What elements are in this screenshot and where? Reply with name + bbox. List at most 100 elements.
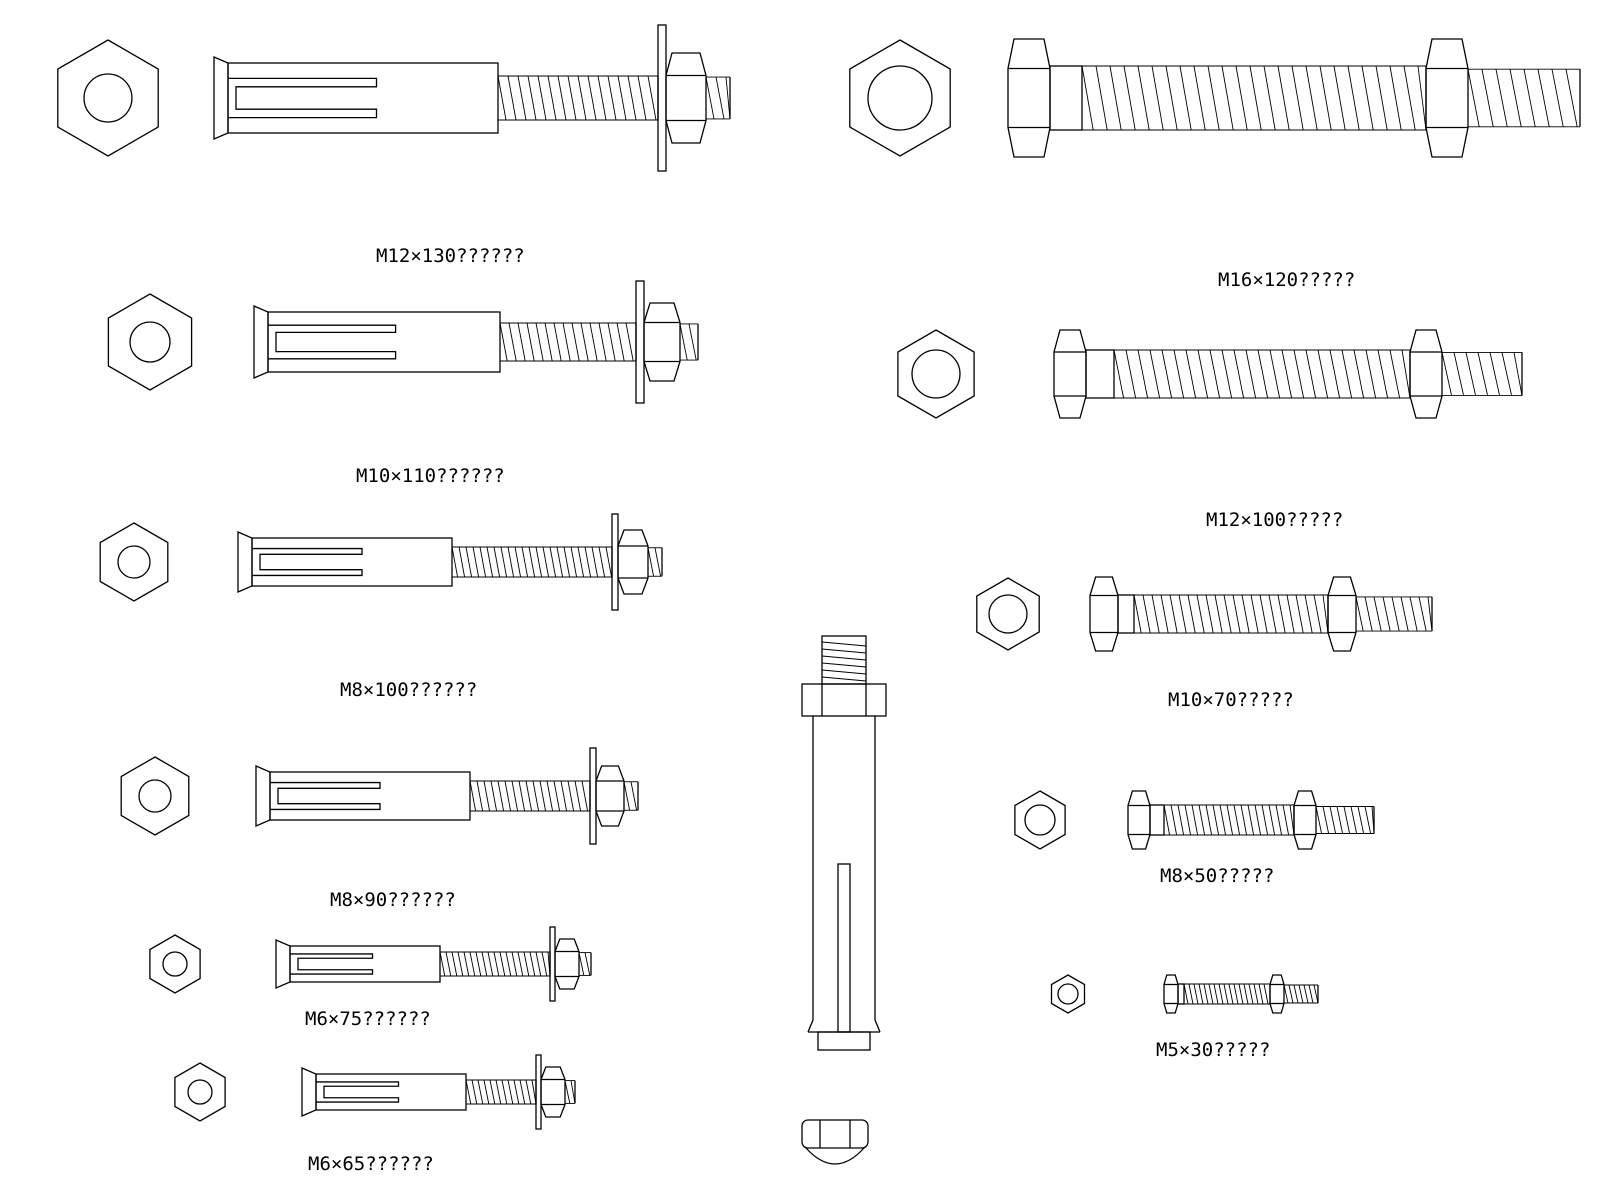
thread-line xyxy=(821,641,867,647)
thread xyxy=(499,322,637,362)
thread xyxy=(1113,349,1411,399)
label-m10x110: M10×110?????? xyxy=(356,465,505,487)
anchor-slot xyxy=(316,1081,400,1103)
thread-line xyxy=(821,676,867,682)
washer xyxy=(635,280,645,404)
label-m12x130: M12×130?????? xyxy=(376,245,525,267)
thread xyxy=(1183,983,1271,1005)
hex-nut-top-view xyxy=(849,39,951,157)
hex-nut-top-views xyxy=(57,39,1086,1122)
hex-nut-top-view xyxy=(897,329,975,419)
bore-circle xyxy=(1024,804,1056,836)
hex-nut-side xyxy=(1089,576,1119,652)
anchor-sleeve xyxy=(267,311,501,373)
bolt-shank xyxy=(1117,594,1135,634)
thread xyxy=(439,951,551,977)
label-m8x50: M8×50????? xyxy=(1160,865,1274,887)
hex-nut-side xyxy=(665,52,707,144)
thread-line xyxy=(821,662,867,668)
anchor-slot xyxy=(252,547,363,577)
washer xyxy=(611,513,619,611)
hex-nut-top-view xyxy=(174,1062,226,1122)
expansion-anchor xyxy=(275,926,592,1002)
thread xyxy=(1283,984,1319,1004)
anchor-tip xyxy=(253,305,269,379)
hex-nut-top-view xyxy=(57,39,159,157)
hex-outline xyxy=(1014,790,1066,850)
hex-bolt xyxy=(1127,790,1375,850)
hex-bolt xyxy=(1089,576,1433,652)
anchor-sleeve xyxy=(289,945,441,983)
hex-outline xyxy=(99,522,169,602)
hex-nut-side xyxy=(1269,974,1285,1014)
hex-outline xyxy=(897,329,975,419)
bore-circle xyxy=(867,65,933,131)
thread xyxy=(1133,594,1329,634)
hex-nut-side xyxy=(1007,38,1051,158)
anchor-sleeve xyxy=(251,537,453,587)
hex-nut-top-view xyxy=(976,577,1040,651)
hex-outline xyxy=(1050,974,1086,1014)
hex-bolt xyxy=(1163,974,1319,1014)
label-m6x65: M6×65?????? xyxy=(308,1153,434,1175)
hex-nut-top-view xyxy=(1050,974,1086,1014)
expansion-anchor xyxy=(237,513,663,611)
anchor-slot xyxy=(268,324,397,360)
hex-nut-top-view xyxy=(120,756,190,836)
bore-circle xyxy=(1057,983,1079,1005)
thread xyxy=(1315,806,1375,834)
hex-bolt xyxy=(1053,329,1523,419)
hex-bolt-side-views xyxy=(1007,38,1581,1014)
expansion-anchor xyxy=(213,24,731,172)
thread xyxy=(451,546,613,578)
bolt-shank xyxy=(1085,349,1115,399)
hex-nut-side xyxy=(595,765,625,827)
anchor-slot xyxy=(270,781,381,811)
hex-nut-top-view xyxy=(99,522,169,602)
hex-outline xyxy=(107,293,193,391)
thread-line xyxy=(821,669,867,675)
expansion-anchor xyxy=(301,1054,576,1130)
anchor-tip xyxy=(213,56,229,140)
thread xyxy=(1467,68,1581,128)
anchor-tip xyxy=(275,939,291,989)
anchor-slot xyxy=(290,953,374,975)
thread xyxy=(623,781,639,811)
washer xyxy=(549,926,556,1002)
bore-circle xyxy=(83,73,133,123)
hex-outline xyxy=(120,756,190,836)
thread xyxy=(1441,351,1523,397)
hex-nut-side xyxy=(540,1066,566,1118)
thread xyxy=(469,780,591,812)
thread xyxy=(465,1079,537,1105)
hex-nut-side xyxy=(1409,329,1443,419)
hex-nut-side xyxy=(617,529,649,595)
hex-nut-top-view xyxy=(149,934,201,994)
thread-line xyxy=(821,655,867,661)
label-m12x100: M12×100????? xyxy=(1206,509,1343,531)
anchor-slot xyxy=(228,77,378,119)
hex-nut-side xyxy=(1425,38,1469,158)
anchor-tip xyxy=(237,531,253,593)
anchor-sleeve xyxy=(227,62,499,134)
hex-nut-side xyxy=(1163,974,1179,1014)
anchor-sleeve xyxy=(315,1073,467,1111)
washer xyxy=(657,24,667,172)
hex-nut-side xyxy=(1327,576,1357,652)
washer xyxy=(535,1054,542,1130)
anchor-tip xyxy=(301,1067,317,1117)
bolt-shank xyxy=(1149,804,1165,836)
thread xyxy=(647,547,663,577)
thread xyxy=(578,952,592,976)
thread xyxy=(705,76,731,120)
cap-nut xyxy=(801,1119,869,1165)
hex-outline xyxy=(149,934,201,994)
hex-outline xyxy=(174,1062,226,1122)
label-m10x70: M10×70????? xyxy=(1168,689,1294,711)
hex-nut-side xyxy=(1127,790,1151,850)
hex-nut-side xyxy=(643,302,681,382)
bolt-shank xyxy=(1049,65,1083,131)
anchor-sleeve xyxy=(269,771,471,821)
hex-outline xyxy=(849,39,951,157)
